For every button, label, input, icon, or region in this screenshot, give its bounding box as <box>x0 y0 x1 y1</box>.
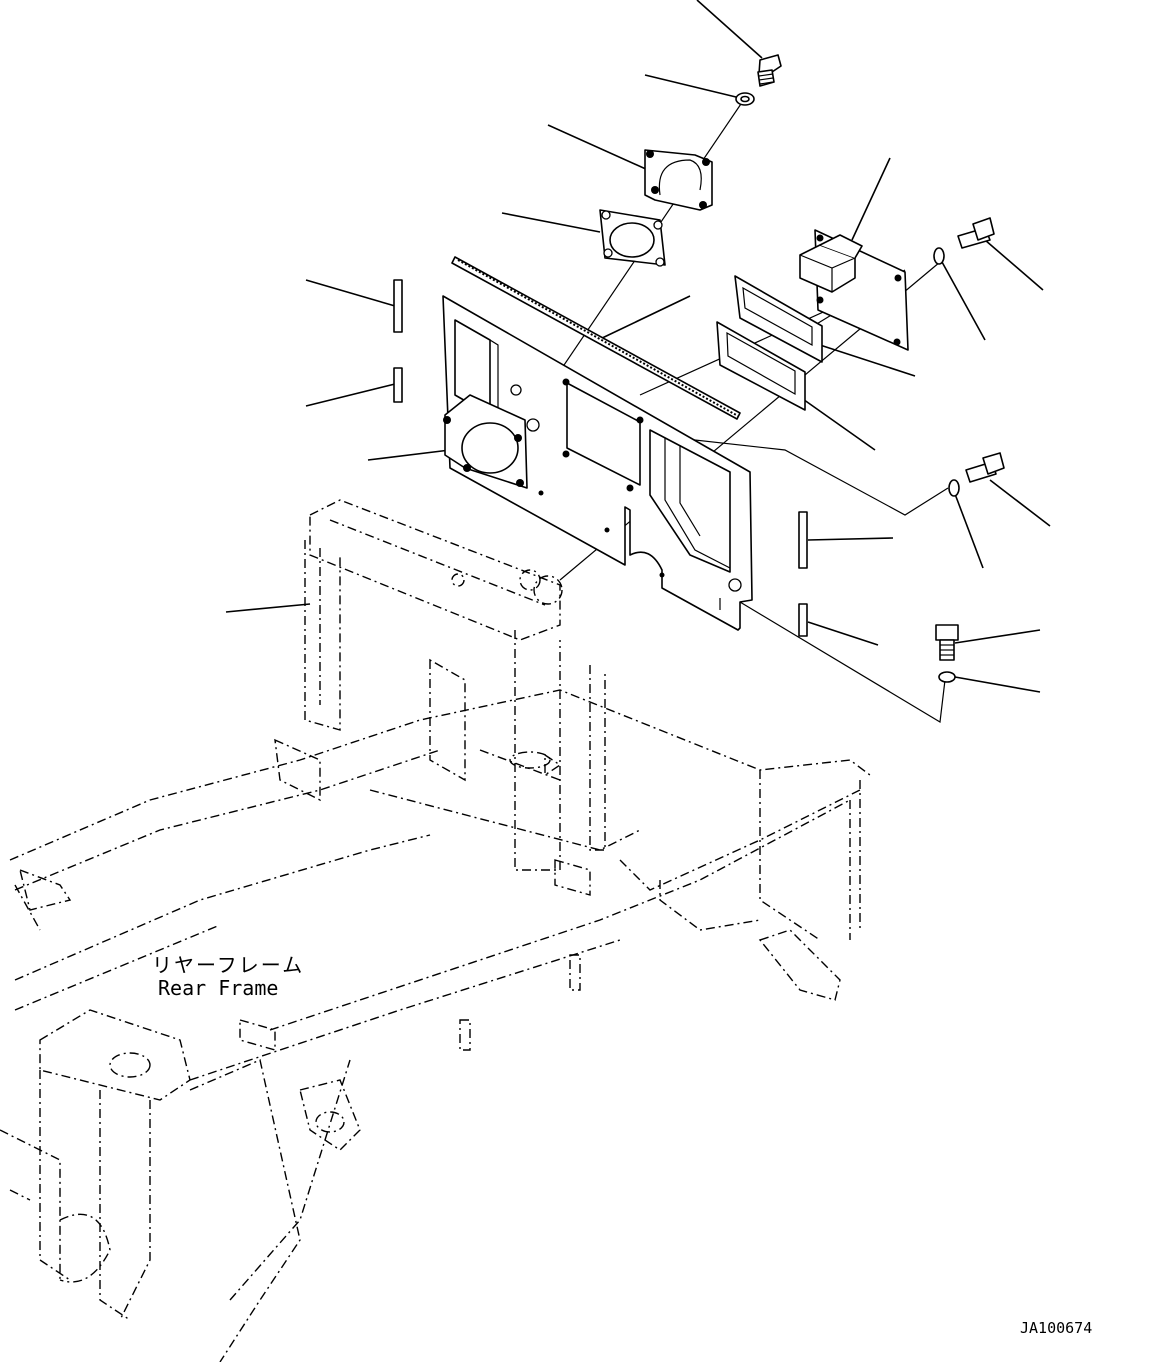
rear-frame-label-en: Rear Frame <box>158 976 278 1000</box>
leader-line-right-bolt-mid <box>989 479 1051 527</box>
leader-line-cover-plate-upper <box>547 124 649 171</box>
leader-line-top-bolt <box>696 0 763 59</box>
seal-strip-long-icon <box>451 256 741 420</box>
seal-strip-lower-left-icon <box>393 367 403 403</box>
right-washer-mid-icon <box>948 479 960 497</box>
seal-strip-right-lower-icon <box>798 603 808 637</box>
leader-line-seal-right-upper <box>807 537 894 541</box>
leader-line-connector-box <box>851 157 891 241</box>
main-panel-icon <box>442 295 753 631</box>
drawing-id-label: JA100674 <box>1020 1319 1092 1337</box>
right-washer-upper-icon <box>933 247 945 265</box>
rear-frame-icon <box>0 499 871 1362</box>
leader-line-gasket-upper <box>819 344 916 377</box>
leader-line-right-washer-lower <box>954 676 1041 693</box>
rear-frame-label-jp: リヤーフレーム <box>152 953 304 977</box>
leader-line-right-washer-upper <box>941 261 986 341</box>
leader-line-right-bolt-lower <box>954 629 1041 644</box>
leader-line-right-washer-mid <box>954 493 984 569</box>
leader-lines <box>225 0 1051 693</box>
flange-plate-icon <box>599 209 666 267</box>
seal-strip-upper-left-icon <box>393 279 403 333</box>
leader-line-seal-right-lower <box>807 621 879 646</box>
leader-line-top-washer <box>644 74 737 98</box>
right-bolt-upper-icon <box>957 217 995 249</box>
right-bolt-mid-icon <box>965 452 1005 483</box>
leader-line-gasket-lower <box>799 396 876 451</box>
labels: リヤーフレーム Rear Frame JA100674 <box>152 953 1092 1337</box>
cover-plate-upper-icon <box>644 149 713 211</box>
top-washer-icon <box>735 92 755 106</box>
leader-line-flange-plate <box>501 212 601 233</box>
leader-line-seal-lower-left <box>305 383 396 407</box>
gasket-lower-icon <box>716 321 806 411</box>
right-washer-lower-icon <box>938 671 956 683</box>
right-bolt-lower-icon <box>935 624 959 661</box>
leader-line-main-panel <box>367 449 451 461</box>
leader-line-right-bolt-upper <box>984 239 1044 291</box>
top-bolt-icon <box>757 54 782 87</box>
leader-line-seal-upper-left <box>305 279 396 307</box>
leader-line-seal-strip-long <box>597 295 691 341</box>
connector-box-icon <box>799 229 909 351</box>
seal-strip-right-upper-icon <box>798 511 808 569</box>
gasket-upper-icon <box>734 275 823 363</box>
leader-line-frame <box>225 603 311 613</box>
